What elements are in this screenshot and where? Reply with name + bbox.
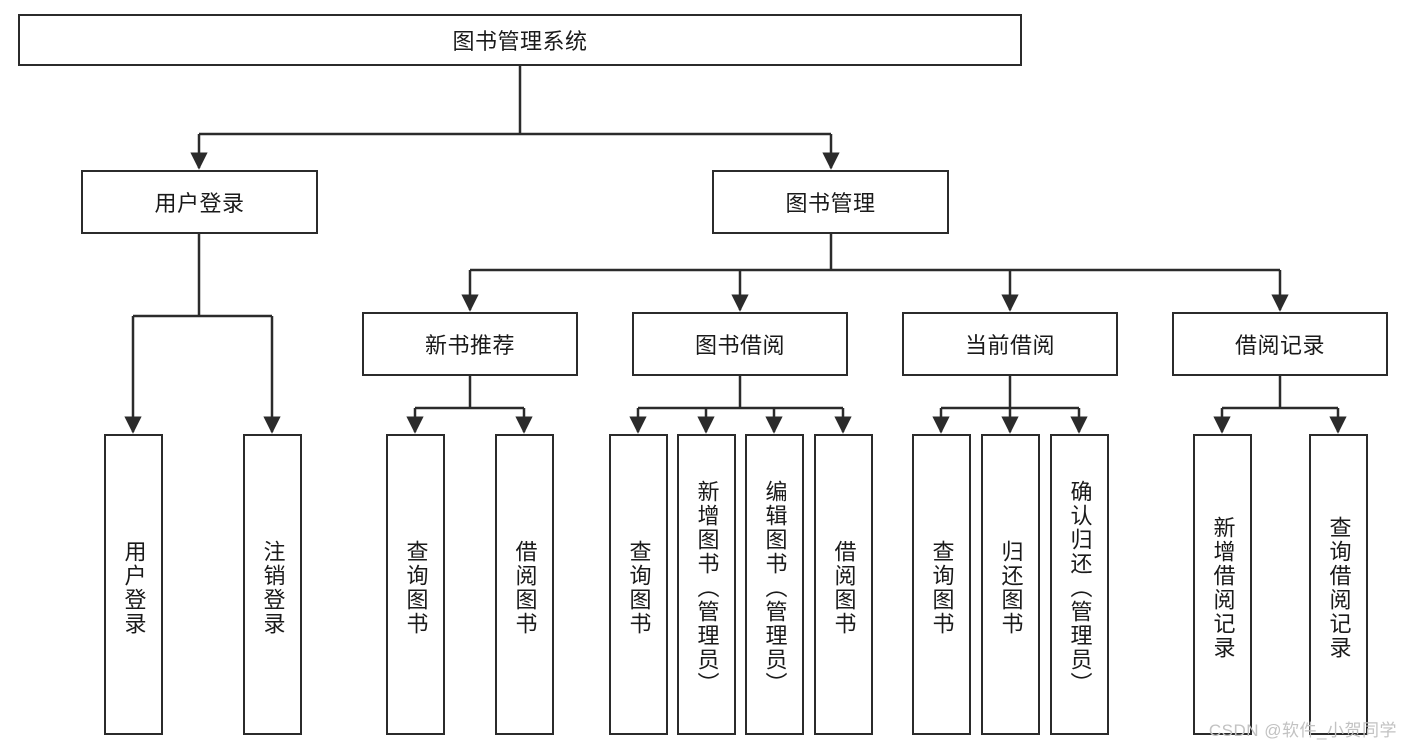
leaf-edit-book-admin[interactable]: 编辑图书（管理员） (745, 434, 804, 735)
leaf-add-borrow-record-label: 新增借阅记录 (1210, 515, 1236, 660)
leaf-return-book-label: 归还图书 (998, 539, 1024, 636)
node-root-system-label: 图书管理系统 (452, 29, 588, 54)
leaf-query-book-1[interactable]: 查询图书 (386, 434, 445, 735)
leaf-add-borrow-record[interactable]: 新增借阅记录 (1193, 434, 1252, 735)
csdn-watermark: CSDN @软件_小贺同学 (1208, 721, 1397, 740)
leaf-borrow-book-1-label: 借阅图书 (512, 539, 538, 636)
node-book-borrow[interactable]: 图书借阅 (632, 312, 848, 376)
leaf-borrow-book-1[interactable]: 借阅图书 (495, 434, 554, 735)
leaf-query-borrow-record-label: 查询借阅记录 (1326, 515, 1352, 660)
leaf-add-book-admin[interactable]: 新增图书（管理员） (677, 434, 736, 735)
leaf-add-book-admin-label: 新增图书（管理员） (694, 479, 720, 696)
leaf-logout-login[interactable]: 注销登录 (243, 434, 302, 735)
leaf-query-book-2-label: 查询图书 (626, 539, 652, 636)
node-new-book-recommend[interactable]: 新书推荐 (362, 312, 578, 376)
leaf-confirm-return-admin-label: 确认归还（管理员） (1067, 479, 1093, 696)
leaf-query-book-2[interactable]: 查询图书 (609, 434, 668, 735)
leaf-logout-login-label: 注销登录 (260, 539, 286, 636)
leaf-query-book-3-label: 查询图书 (929, 539, 955, 636)
leaf-edit-book-admin-label: 编辑图书（管理员） (762, 479, 788, 696)
node-book-management[interactable]: 图书管理 (712, 170, 949, 234)
node-current-borrow[interactable]: 当前借阅 (902, 312, 1118, 376)
leaf-query-borrow-record[interactable]: 查询借阅记录 (1309, 434, 1368, 735)
leaf-user-login[interactable]: 用户登录 (104, 434, 163, 735)
leaf-query-book-3[interactable]: 查询图书 (912, 434, 971, 735)
leaf-borrow-book-2[interactable]: 借阅图书 (814, 434, 873, 735)
node-book-borrow-label: 图书借阅 (694, 333, 785, 358)
node-new-book-recommend-label: 新书推荐 (424, 333, 515, 358)
node-user-login[interactable]: 用户登录 (81, 170, 318, 234)
node-book-management-label: 图书管理 (785, 191, 876, 216)
leaf-return-book[interactable]: 归还图书 (981, 434, 1040, 735)
node-borrow-record-label: 借阅记录 (1234, 333, 1325, 358)
leaf-borrow-book-2-label: 借阅图书 (831, 539, 857, 636)
node-current-borrow-label: 当前借阅 (964, 333, 1055, 358)
leaf-query-book-1-label: 查询图书 (403, 539, 429, 636)
node-root-system[interactable]: 图书管理系统 (18, 14, 1022, 66)
leaf-user-login-label: 用户登录 (121, 539, 147, 636)
node-user-login-label: 用户登录 (154, 191, 245, 216)
leaf-confirm-return-admin[interactable]: 确认归还（管理员） (1050, 434, 1109, 735)
node-borrow-record[interactable]: 借阅记录 (1172, 312, 1388, 376)
